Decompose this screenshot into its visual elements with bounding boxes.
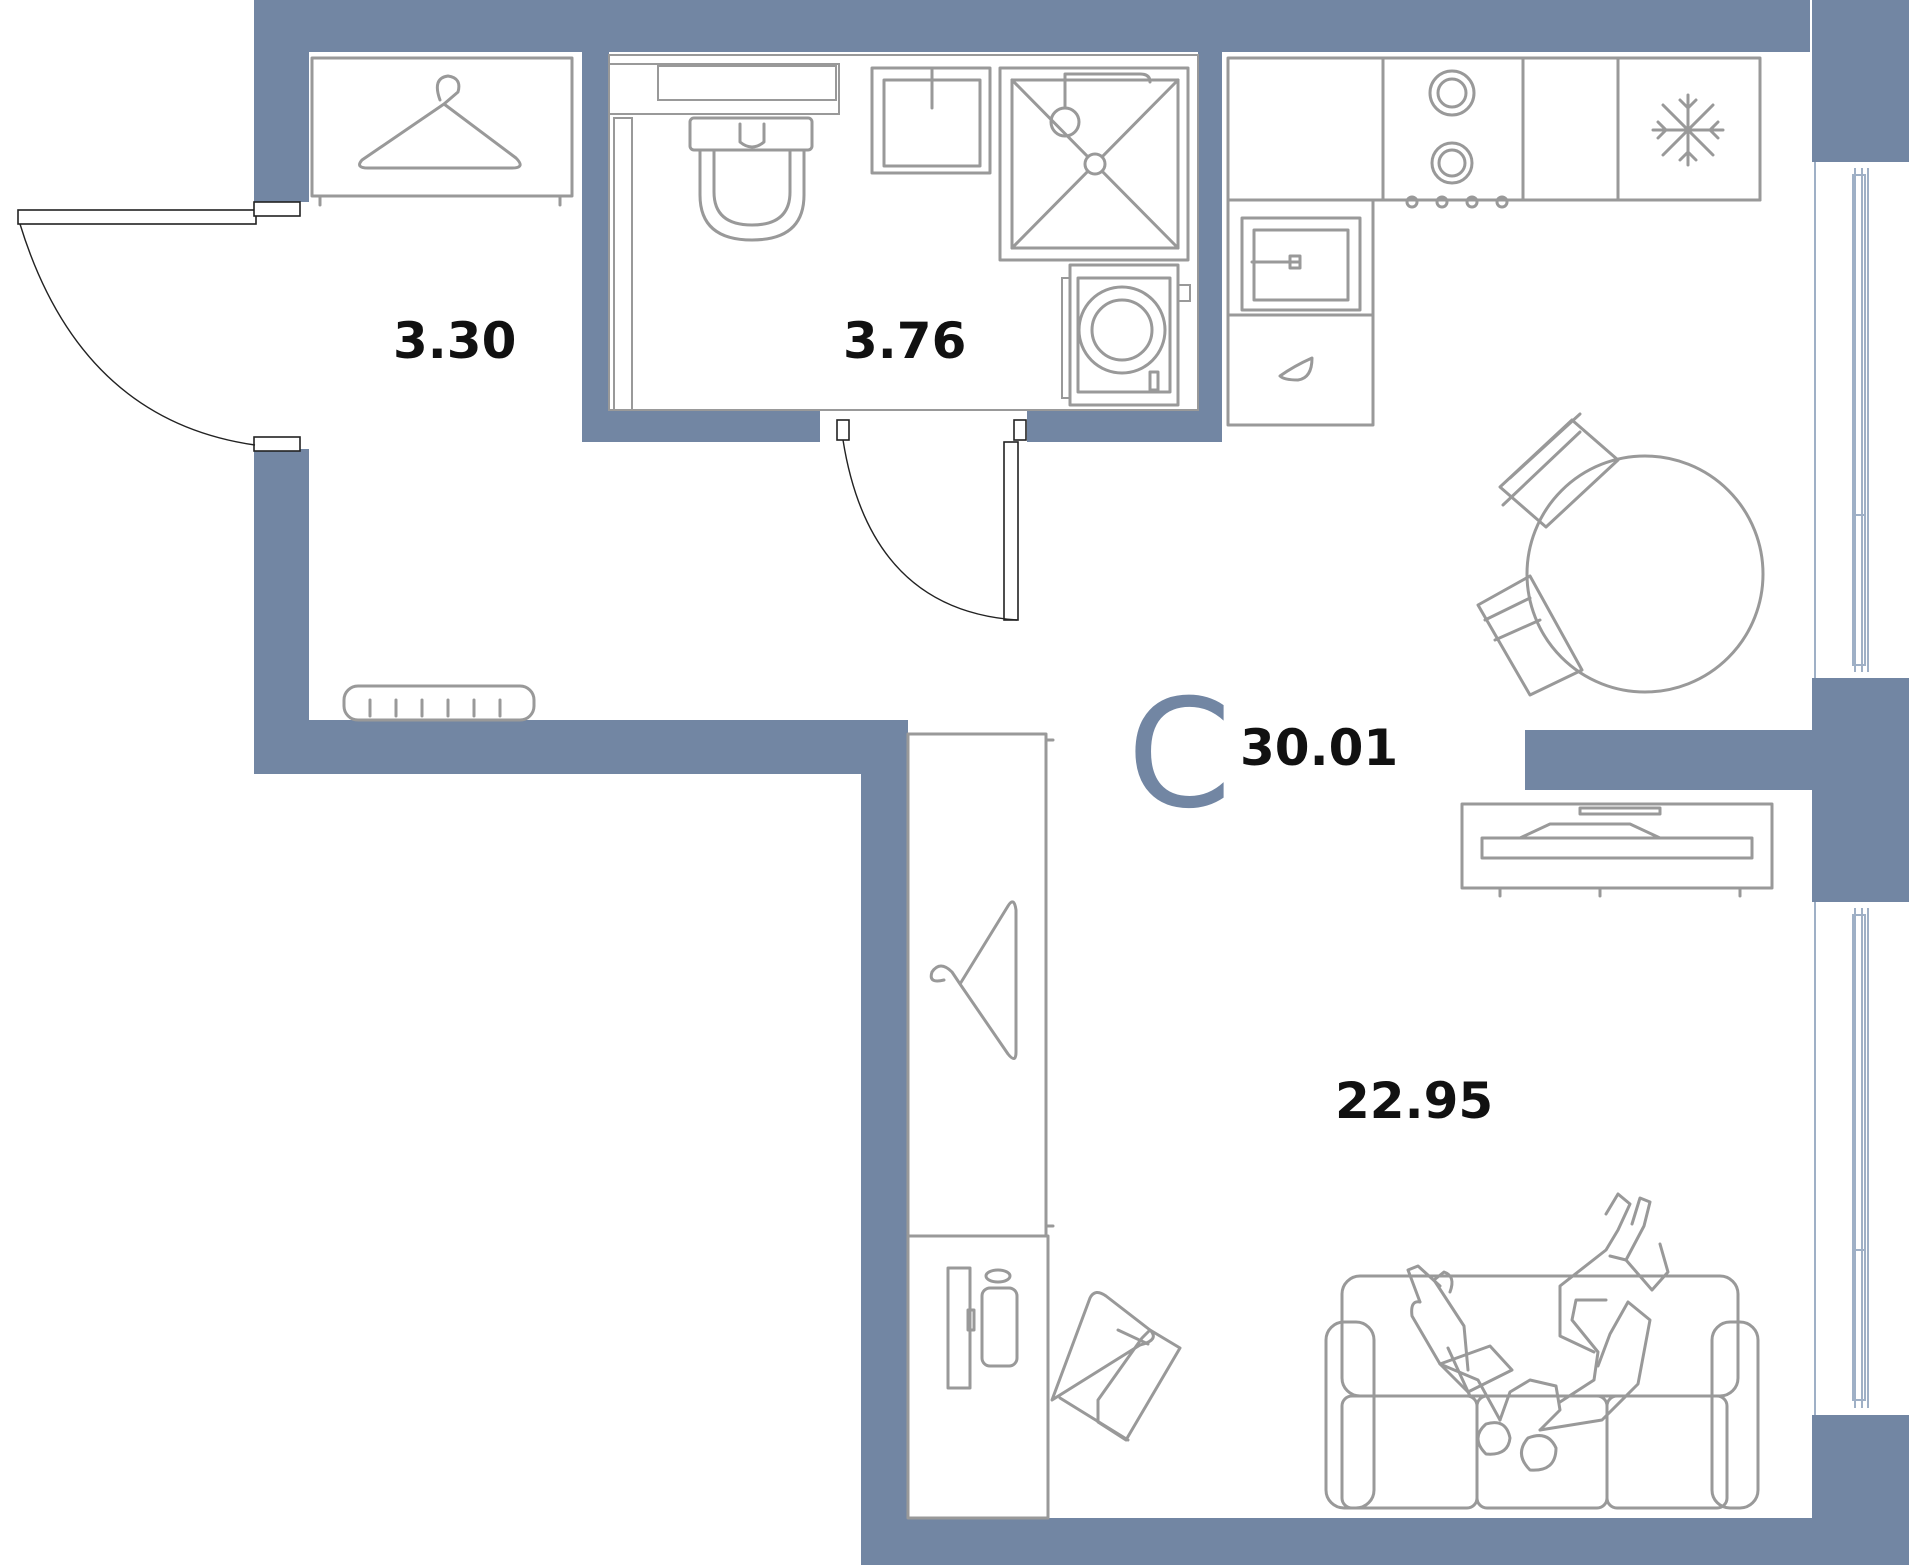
entrance-door xyxy=(17,201,301,452)
wall-bathroom-bottom-left xyxy=(582,410,820,442)
hanger-icon xyxy=(929,900,1018,1060)
bathroom-door xyxy=(836,419,1027,621)
shower-icon xyxy=(998,66,1190,262)
hallway-area-label: 3.30 xyxy=(393,312,516,370)
studio-wardrobe xyxy=(906,732,1055,1238)
wall-left-upper xyxy=(254,0,309,202)
toilet-icon xyxy=(688,116,814,242)
dining-table-icon xyxy=(1525,454,1765,694)
sink-icon xyxy=(870,66,992,175)
wall-right-top xyxy=(1812,0,1909,162)
wall-bathroom-left xyxy=(582,48,609,442)
chair-icon xyxy=(1476,574,1584,697)
wall-bathroom-right xyxy=(1198,48,1222,442)
washing-machine-icon xyxy=(1061,263,1191,407)
window-lower xyxy=(1814,902,1909,1415)
stove-icon xyxy=(1405,69,1509,209)
radiator-icon xyxy=(342,684,536,722)
walls xyxy=(254,0,1909,1565)
kitchen xyxy=(1226,56,1762,427)
people-icon xyxy=(1406,1192,1670,1472)
bathroom-fixtures xyxy=(608,54,1199,411)
desk-icon xyxy=(906,1234,1050,1520)
wall-bottom xyxy=(861,1518,1909,1565)
tv-icon xyxy=(1460,802,1774,898)
sink-icon xyxy=(1240,216,1362,312)
wall-right-stub xyxy=(1525,730,1815,790)
wall-right-bottom xyxy=(1812,1415,1909,1565)
wall-left-lower xyxy=(254,449,309,774)
snowflake-icon xyxy=(1651,93,1725,167)
wall-top xyxy=(254,0,1810,52)
total-area-label: 30.01 xyxy=(1240,719,1398,777)
window-upper xyxy=(1814,162,1909,678)
bathroom-area-label: 3.76 xyxy=(843,312,966,370)
wall-right-middle xyxy=(1812,678,1909,902)
hanger-icon xyxy=(358,74,522,170)
armchair-icon xyxy=(1050,1291,1182,1442)
water-drop-icon xyxy=(1278,356,1314,382)
windows xyxy=(1814,162,1909,1415)
wall-middle-horizontal xyxy=(254,720,905,774)
studio-area-label: 22.95 xyxy=(1335,1072,1493,1130)
chair-icon xyxy=(1498,412,1620,529)
hallway-wardrobe xyxy=(310,56,574,207)
apartment-type-letter: С xyxy=(1127,668,1232,842)
wall-middle-vertical xyxy=(861,720,908,1565)
wall-bathroom-bottom-right xyxy=(1027,410,1222,442)
sofa-icon xyxy=(1324,1274,1760,1510)
